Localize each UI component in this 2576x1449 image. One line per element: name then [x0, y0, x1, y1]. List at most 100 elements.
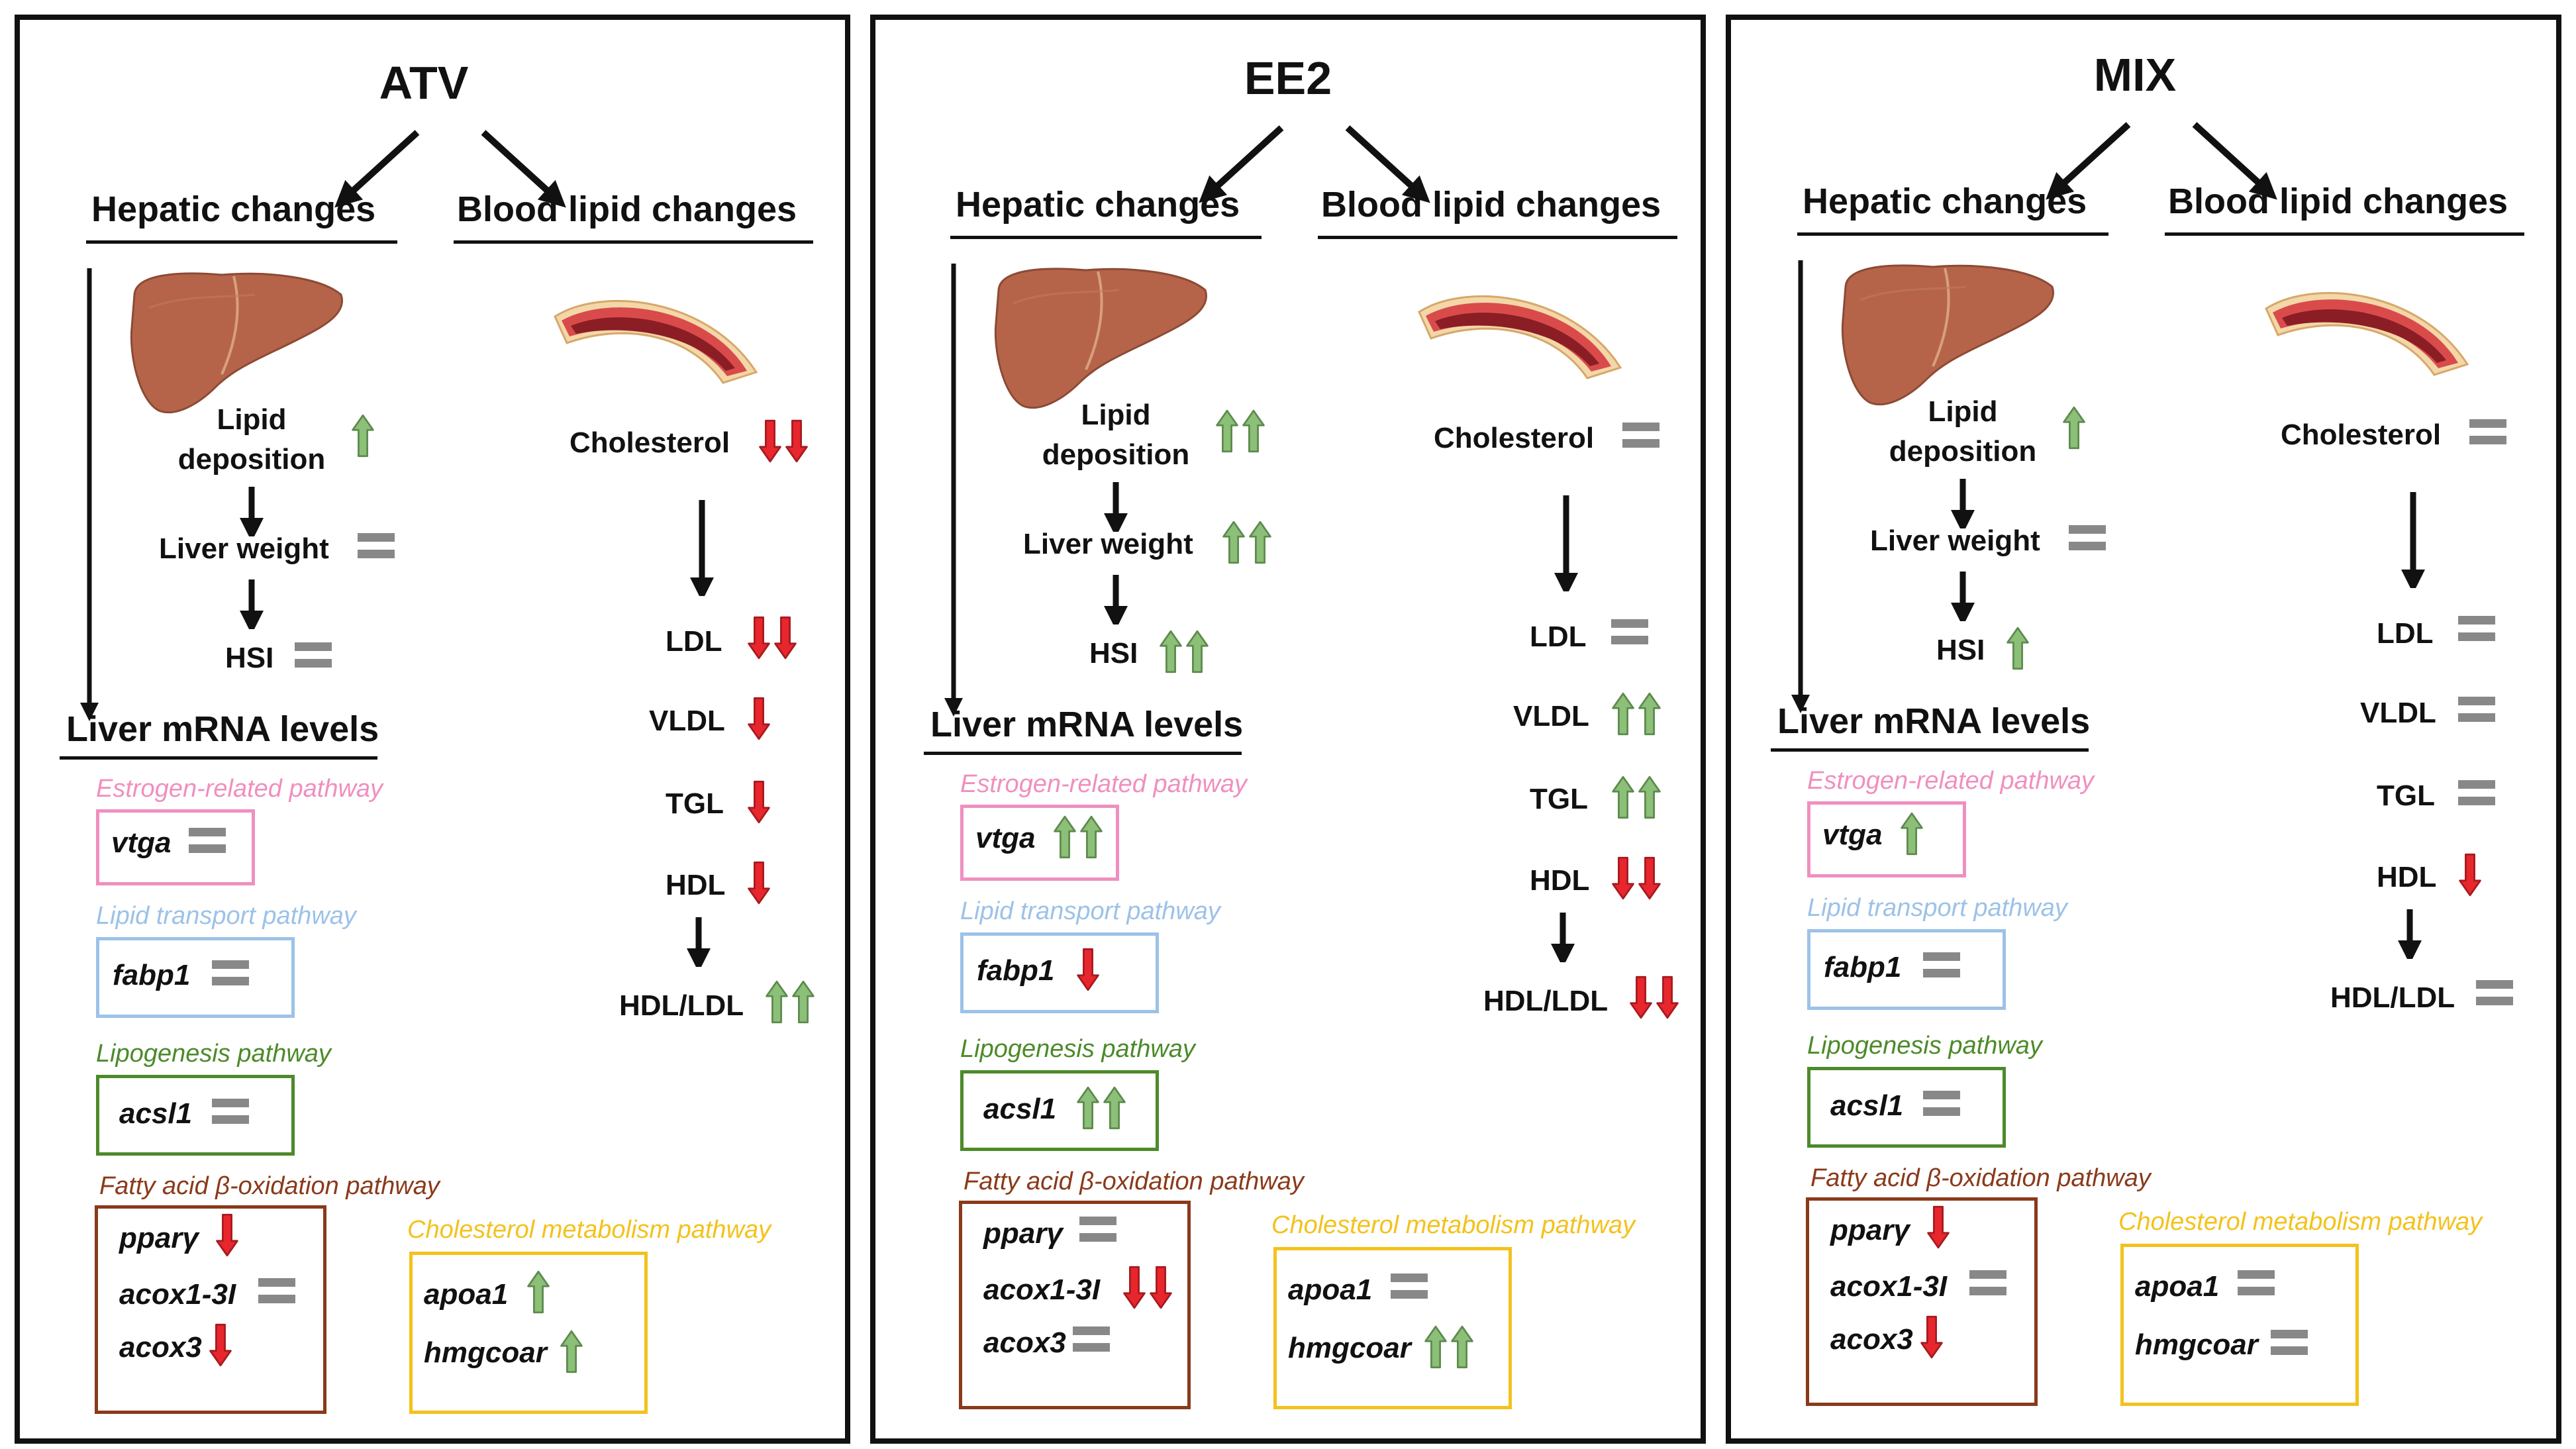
hmgcoar-indicator: [560, 1330, 583, 1377]
hdl-ldl-indicator: [1629, 975, 1679, 1023]
panel-title: MIX: [2093, 49, 2177, 101]
up-arrow-icon: [1248, 521, 1272, 568]
equal-icon: [189, 828, 226, 854]
up-arrow-icon: [1242, 409, 1265, 456]
gene-vtga: vtga: [1822, 819, 1883, 851]
vldl-label: VLDL: [2360, 697, 2436, 729]
arrow-down-icon: [685, 497, 718, 601]
up-arrow-icon: [1079, 815, 1103, 862]
lipid-label: Lipid: [1081, 399, 1151, 431]
down-arrow-icon: [747, 616, 771, 663]
blood-lipid-heading: Blood lipid changes: [2168, 181, 2508, 221]
ldl-indicator: [1611, 619, 1648, 646]
liver-image: [987, 264, 1212, 419]
down-arrow-icon: [1920, 1315, 1944, 1362]
gene-acsl1: acsl1: [983, 1093, 1057, 1125]
mrna-underline: [1771, 748, 2089, 752]
gene-hmgcoar: hmgcoar: [2135, 1328, 2258, 1361]
down-arrow-icon: [1629, 975, 1653, 1023]
up-arrow-icon: [1900, 812, 1924, 859]
gene-pparg: pparγ: [983, 1217, 1063, 1250]
hsi-indicator: [1159, 630, 1209, 677]
hsi-label: HSI: [225, 642, 274, 674]
liver-weight-indicator: [2069, 525, 2106, 552]
transport-pathway-box: [1807, 929, 2006, 1010]
deposition-label: deposition: [177, 443, 326, 475]
up-arrow-icon: [526, 1270, 550, 1317]
acsl1-indicator: [212, 1099, 249, 1125]
tgl-indicator: [747, 780, 771, 827]
hsi-indicator: [295, 642, 332, 669]
fabp1-indicator: [1923, 952, 1960, 979]
cholesterol-label: Cholesterol: [2281, 419, 2442, 451]
up-arrow-icon: [1424, 1325, 1448, 1372]
arrow-left-icon: [1189, 115, 1295, 207]
oxidation-pathway-box: [959, 1201, 1191, 1409]
gene-acox13i: acox1-3I: [983, 1274, 1101, 1306]
up-arrow-icon: [1222, 521, 1246, 568]
cholesterol-label: Cholesterol: [570, 426, 730, 459]
hdl-indicator: [747, 861, 771, 908]
tgl-indicator: [2458, 780, 2495, 807]
gene-acox3: acox3: [119, 1331, 202, 1364]
liver-weight-label: Liver weight: [1870, 525, 2040, 557]
equal-icon: [2469, 419, 2506, 446]
hepatic-underline: [86, 240, 397, 244]
down-arrow-icon: [747, 780, 771, 827]
long-down-arrow-icon: [73, 265, 106, 722]
equal-icon: [212, 960, 249, 987]
blood-vessel-image: [1414, 287, 1626, 389]
transport-pathway-label: Lipid transport pathway: [96, 902, 356, 930]
down-arrow-icon: [1122, 1266, 1146, 1313]
ldl-label: LDL: [2377, 617, 2434, 650]
oxidation-pathway-label: Fatty acid β-oxidation pathway: [1810, 1164, 2151, 1192]
up-arrow-icon: [2062, 406, 2086, 453]
equal-icon: [258, 1278, 295, 1305]
tgl-label: TGL: [2377, 779, 2435, 812]
apoa1-indicator: [1391, 1274, 1428, 1300]
vldl-label: VLDL: [1513, 700, 1589, 732]
hsi-label: HSI: [1089, 637, 1138, 670]
up-arrow-icon: [1103, 1086, 1126, 1133]
vldl-label: VLDL: [649, 705, 725, 737]
down-arrow-icon: [209, 1323, 232, 1370]
hsi-label: HSI: [1936, 634, 1985, 666]
equal-icon: [358, 533, 395, 560]
up-arrow-icon: [351, 414, 375, 461]
ldl-indicator: [2458, 616, 2495, 642]
hdl-ldl-indicator: [765, 980, 815, 1027]
estrogen-pathway-label: Estrogen-related pathway: [960, 770, 1248, 798]
up-arrow-icon: [1450, 1325, 1474, 1372]
down-arrow-icon: [215, 1213, 239, 1260]
gene-hmgcoar: hmgcoar: [424, 1336, 547, 1369]
arrow-down-icon: [2397, 906, 2423, 964]
gene-fabp1: fabp1: [113, 959, 191, 991]
equal-icon: [1923, 952, 1960, 979]
arrow-right-icon: [470, 119, 576, 212]
arrow-down-icon: [1950, 475, 1976, 534]
blood-underline: [454, 240, 813, 244]
gene-acox13i: acox1-3I: [1830, 1270, 1948, 1303]
equal-icon: [2458, 616, 2495, 642]
lipogenesis-pathway-label: Lipogenesis pathway: [960, 1035, 1195, 1063]
gene-fabp1: fabp1: [1824, 951, 1902, 983]
hsi-indicator: [2006, 626, 2030, 674]
liver-weight-indicator: [358, 533, 395, 560]
acox13i-indicator: [1122, 1266, 1173, 1313]
equal-icon: [1923, 1091, 1960, 1117]
gene-hmgcoar: hmgcoar: [1288, 1332, 1411, 1364]
hmgcoar-indicator: [2271, 1330, 2308, 1356]
hdl-ldl-label: HDL/LDL: [2330, 981, 2455, 1014]
hdl-label: HDL: [666, 869, 726, 901]
up-arrow-icon: [1159, 630, 1183, 677]
equal-icon: [1073, 1326, 1110, 1353]
up-arrow-icon: [1611, 692, 1635, 739]
cholesterol-pathway-box: [2120, 1244, 2359, 1406]
lipogenesis-pathway-box: [1807, 1067, 2006, 1148]
blood-vessel-image: [550, 291, 762, 394]
oxidation-pathway-box: [1806, 1197, 2038, 1406]
mrna-underline: [924, 752, 1242, 755]
up-arrow-icon: [791, 980, 815, 1027]
up-arrow-icon: [1076, 1086, 1100, 1133]
arrow-right-icon: [1334, 115, 1440, 207]
